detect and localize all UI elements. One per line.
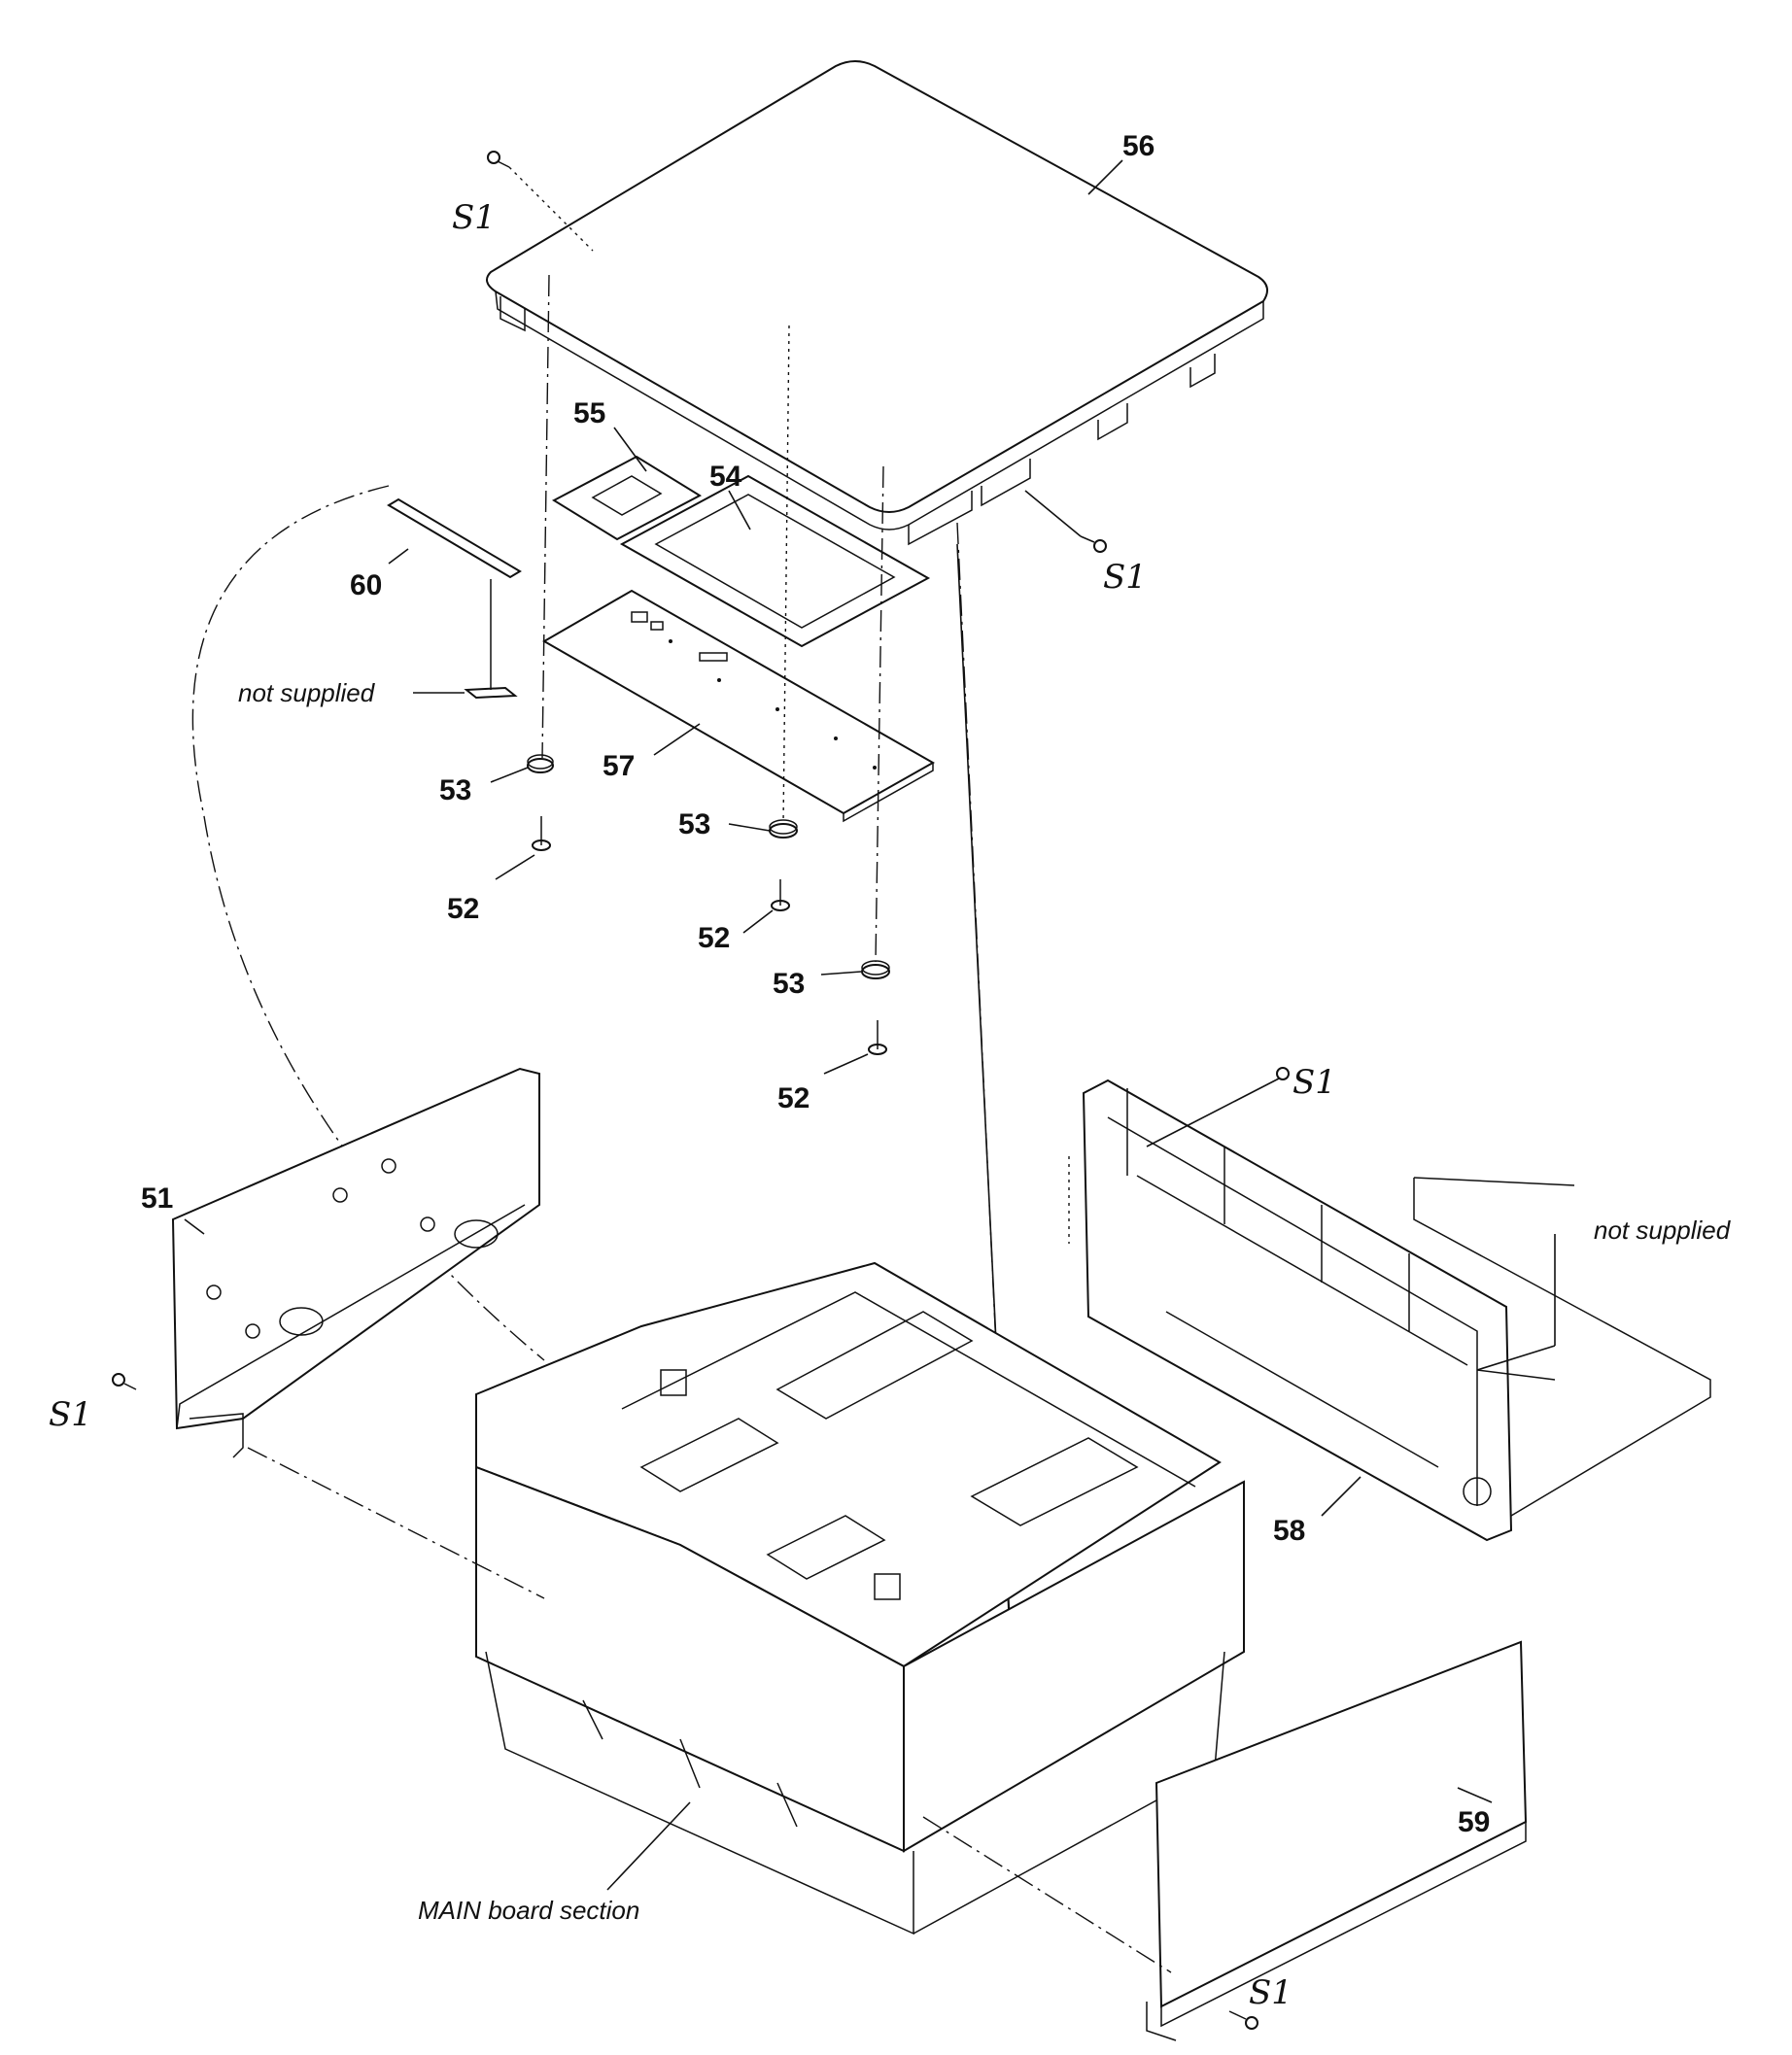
screw-s1-bottom (1228, 2010, 1258, 2030)
left-panel-51 (171, 1067, 540, 1458)
screw-s1-top (487, 151, 594, 252)
screws-washers-right (861, 960, 890, 1055)
right-panel-58 (1082, 1079, 1513, 1542)
main-chassis (475, 1261, 1245, 1935)
label-53-middle: 53 (678, 808, 710, 840)
screw-label-s1-top: S1 (452, 198, 496, 237)
label-52-left: 52 (447, 893, 479, 925)
flat-cable-60 (387, 497, 522, 700)
screw-label-s1-right: S1 (1103, 558, 1147, 597)
label-52-right: 52 (777, 1082, 810, 1114)
screw-s1-rightpanel (1146, 1067, 1290, 1147)
label-60: 60 (350, 569, 382, 601)
screw-label-s1-rightpanel: S1 (1292, 1063, 1336, 1102)
screws-washers-left (527, 754, 554, 851)
note-not-supplied-right: not supplied (1594, 1216, 1732, 1245)
label-59: 59 (1458, 1806, 1490, 1838)
label-57: 57 (603, 750, 635, 782)
not-supplied-plate-right (1413, 1177, 1711, 1517)
label-53-right: 53 (773, 968, 805, 1000)
rear-panel-59 (1146, 1640, 1528, 2041)
screw-label-s1-left: S1 (49, 1395, 92, 1434)
display-board-57 (541, 589, 936, 823)
screw-s1-left (112, 1373, 137, 1390)
label-55: 55 (573, 397, 605, 429)
label-52-middle: 52 (698, 922, 730, 954)
label-53-left: 53 (439, 774, 471, 806)
label-56: 56 (1122, 130, 1154, 162)
window-frame-54 (619, 474, 931, 648)
screws-washers-middle (769, 819, 798, 911)
note-main-board-section: MAIN board section (418, 1896, 639, 1925)
note-not-supplied-left: not supplied (238, 678, 376, 707)
screw-label-s1-bottom: S1 (1249, 1973, 1292, 2012)
screw-s1-right (1024, 490, 1107, 553)
filter-sheet-55 (551, 455, 703, 541)
label-58: 58 (1273, 1515, 1305, 1547)
top-cover-56 (486, 60, 1268, 546)
label-51: 51 (141, 1182, 173, 1215)
label-54: 54 (709, 461, 742, 493)
